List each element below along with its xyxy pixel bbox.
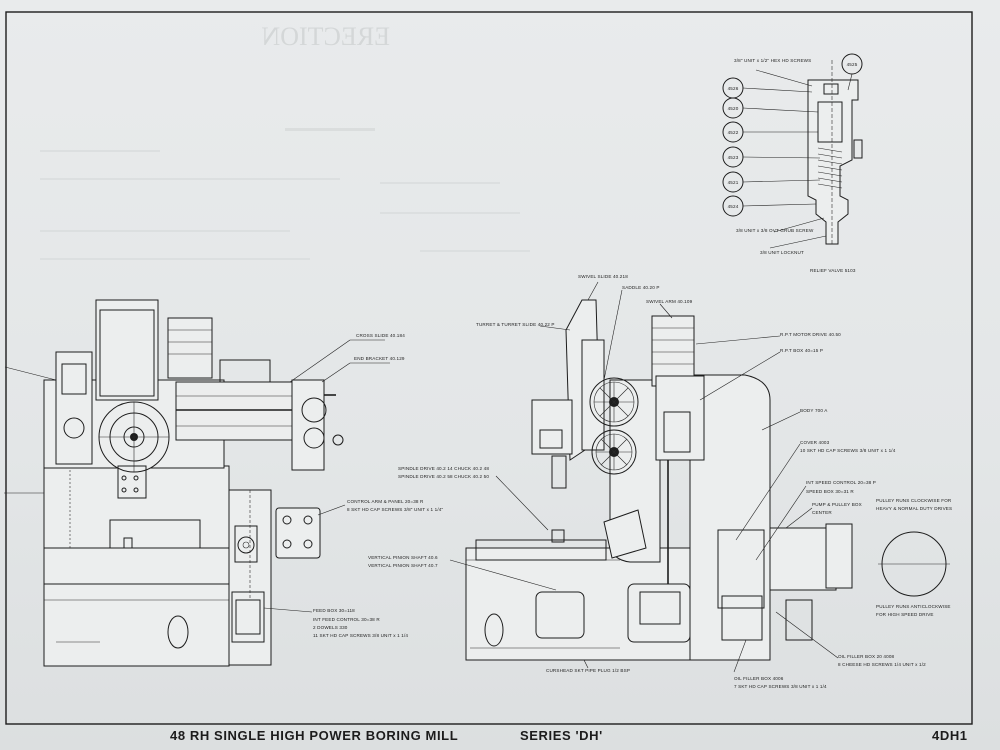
label-pulley-cw: PULLEY RUNS CLOCKWISE FOR (876, 498, 952, 503)
label-pump: PUMP & PULLEY BOX (812, 502, 862, 507)
ghost-heading: ERECTION (261, 22, 390, 51)
balloon-4524: 4524 (728, 204, 739, 209)
label-pump-center: CENTER (812, 510, 832, 515)
label-cross-slide: CROSS SLIDE 40.184 (356, 333, 405, 338)
label-oil-filler-2-screws: 7 SKT HD CAP SCREWS 3/8 UNIT x 1 1/4 (734, 684, 827, 689)
relief-valve-balloons: 4525 4526 4520 4522 4523 4521 4524 3/8" … (722, 53, 863, 273)
balloon-4525: 4525 (847, 62, 858, 67)
label-oil-filler-screws: 8 CHEESE HD SCREWS 1/4 UNIT x 1/2 (838, 662, 926, 667)
detail-top-note: 3/8" UNIT x 1/2" HEX HD SCREWS (734, 58, 811, 63)
label-rpt-motor: R.P.T MOTOR DRIVE 40.50 (780, 332, 841, 337)
label-spindle-drive-2: SPINDLE DRIVE 40.2 58 CHUCK 40.2 50 (398, 474, 489, 479)
detail-locknut-note: 3/8 UNIT LOCKNUT (760, 250, 804, 255)
label-cover-screws: 10 SKT HD CAP SCREWS 3/8 UNIT x 1 1/4 (800, 448, 896, 453)
label-control-arm: CONTROL ARM & PANEL 20=38 R (347, 499, 424, 504)
label-feed-dowels: 2 DOWELS 330 (313, 625, 348, 630)
side-view-machine (465, 299, 950, 661)
label-pulley-acw-drive: FOR HIGH SPEED DRIVE (876, 612, 934, 617)
detail-bottom-note: 3/8 UNIT x 3/8 OVT GRUB SCREW (736, 228, 814, 233)
relief-valve-detail (807, 60, 863, 245)
label-pulley-acw: PULLEY RUNS ANTICLOCKWISE (876, 604, 951, 609)
balloon-4526: 4526 (728, 86, 739, 91)
balloon-4520: 4520 (728, 106, 739, 111)
label-turret-slide: TURRET & TURRET SLIDE 40.22 P (476, 322, 555, 327)
label-pinion-shaft-1: VERTICAL PINION SHAFT 40.6 (368, 555, 438, 560)
label-oil-filler-1: OIL FILLER BOX 20 4008 (838, 654, 895, 659)
balloon-4522: 4522 (728, 130, 739, 135)
ghost-text-lines (40, 128, 530, 260)
balloon-4521: 4521 (728, 180, 739, 185)
label-swivel-arm: SWIVEL ARM 40.109 (646, 299, 693, 304)
label-body: BODY 700 A (800, 408, 828, 413)
label-feed-box: FEED BOX 30=118 (313, 608, 355, 613)
end-view-callouts: CROSS SLIDE 40.184 END BRACKET 40.129 CO… (263, 333, 443, 638)
detail-caption: RELIEF VALVE 5103 (810, 268, 856, 273)
label-rpt-box: R.P.T BOX 40=15 P (780, 348, 823, 353)
label-pipe-plug: CURSHEAD SKT PIPE PLUG 1/2 BSP (546, 668, 630, 673)
label-spindle-drive-1: SPINDLE DRIVE 40.2 14 CHUCK 40.2 48 (398, 466, 489, 471)
label-speed-box: SPEED BOX 30=31 R (806, 489, 854, 494)
label-control-arm-screws: 8 SKT HD CAP SCREWS 3/8" UNIT x 1 1/4" (347, 507, 443, 512)
drawing-title: 48 RH SINGLE HIGH POWER BORING MILL (170, 728, 458, 743)
label-saddle: SADDLE 40.20 P (622, 285, 660, 290)
label-int-speed: INT SPEED CONTROL 20=38 P (806, 480, 876, 485)
label-pinion-shaft-2: VERTICAL PINION SHAFT 40.7 (368, 563, 438, 568)
drawing-number: 4DH1 (932, 728, 968, 743)
side-view-callouts: SWIVEL SLIDE 40.218 TURRET & TURRET SLID… (368, 274, 952, 689)
label-oil-filler-2: OIL FILLER BOX 4006 (734, 676, 784, 681)
label-feed-control: INT FEED CONTROL 30=38 R (313, 617, 380, 622)
label-swivel-slide: SWIVEL SLIDE 40.218 (578, 274, 628, 279)
balloon-4523: 4523 (728, 155, 739, 160)
label-cover: COVER 4003 (800, 440, 830, 445)
drawing-series: SERIES 'DH' (520, 728, 603, 743)
label-end-bracket: END BRACKET 40.129 (354, 356, 405, 361)
end-view-machine (4, 299, 344, 667)
label-feed-screws: 11 SKT HD CAP SCREWS 3/8 UNIT x 1 1/4 (313, 633, 408, 638)
label-pulley-cw-drives: HEAVY & NORMAL DUTY DRIVES (876, 506, 952, 511)
